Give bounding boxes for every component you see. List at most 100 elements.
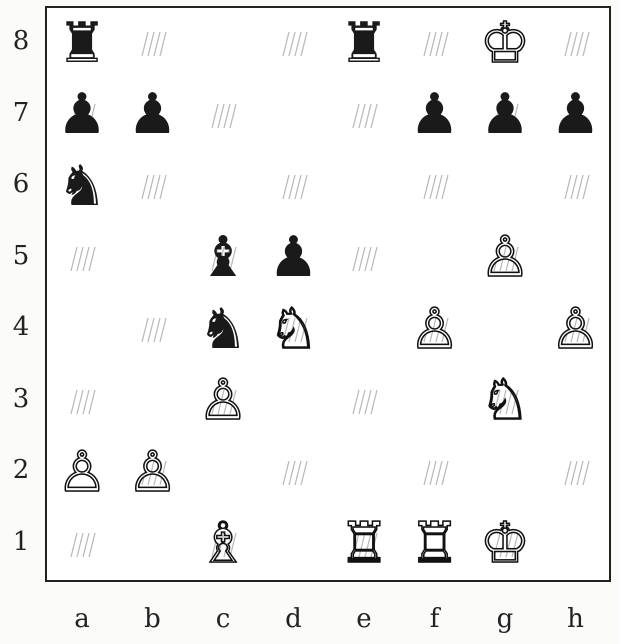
square-d6	[259, 151, 329, 222]
square-e4	[329, 294, 399, 365]
square-e3	[329, 366, 399, 437]
white-knight-icon: ♘	[259, 294, 329, 365]
square-f5	[400, 223, 470, 294]
rank-label: 7	[6, 98, 36, 128]
square-d2	[259, 437, 329, 508]
white-knight-icon: ♘	[470, 366, 540, 437]
black-pawn-icon: ♟	[470, 80, 540, 151]
square-f6	[400, 151, 470, 222]
hatch-mark	[61, 523, 105, 567]
square-b5	[118, 223, 188, 294]
black-rook-icon: ♜	[47, 8, 117, 79]
hatch-mark	[555, 451, 599, 495]
hatch-mark	[414, 165, 458, 209]
rank-label: 2	[6, 455, 36, 485]
hatch-mark	[202, 94, 246, 138]
rank-label: 8	[6, 26, 36, 56]
square-g6	[470, 151, 540, 222]
hatch-mark	[273, 451, 317, 495]
square-b4	[118, 294, 188, 365]
square-f2	[400, 437, 470, 508]
square-e7	[329, 80, 399, 151]
square-h1	[541, 509, 611, 580]
square-c7	[188, 80, 258, 151]
square-h3	[541, 366, 611, 437]
rank-label: 3	[6, 384, 36, 414]
square-b1	[118, 509, 188, 580]
hatch-mark	[132, 22, 176, 66]
square-h2	[541, 437, 611, 508]
rank-label: 6	[6, 169, 36, 199]
hatch-mark	[273, 165, 317, 209]
rank-label: 1	[6, 527, 36, 557]
file-label: b	[118, 604, 188, 634]
square-c8	[188, 8, 258, 79]
square-d1	[259, 509, 329, 580]
square-d7	[259, 80, 329, 151]
hatch-mark	[555, 165, 599, 209]
square-h5	[541, 223, 611, 294]
square-f8	[400, 8, 470, 79]
file-label: a	[47, 604, 117, 634]
square-c6	[188, 151, 258, 222]
white-king-icon: ♔	[470, 509, 540, 580]
square-a5	[47, 223, 117, 294]
square-f3	[400, 366, 470, 437]
square-c2	[188, 437, 258, 508]
white-pawn-icon: ♙	[188, 366, 258, 437]
white-rook-icon: ♖	[400, 509, 470, 580]
square-g2	[470, 437, 540, 508]
hatch-mark	[343, 94, 387, 138]
square-h8	[541, 8, 611, 79]
square-b6	[118, 151, 188, 222]
square-h6	[541, 151, 611, 222]
square-a4	[47, 294, 117, 365]
rank-label: 5	[6, 241, 36, 271]
hatch-mark	[343, 237, 387, 281]
file-label: f	[400, 604, 470, 634]
square-d8	[259, 8, 329, 79]
rank-label: 4	[6, 312, 36, 342]
black-bishop-icon: ♝	[188, 223, 258, 294]
hatch-mark	[61, 380, 105, 424]
hatch-mark	[61, 237, 105, 281]
black-rook-icon: ♜	[329, 8, 399, 79]
chess-board: ♜♜♔♟♟♟♟♟♞♝♟♙♞♘♙♙♙♘♙♙♗♖♖♔	[45, 6, 611, 582]
square-e2	[329, 437, 399, 508]
square-b3	[118, 366, 188, 437]
hatch-mark	[132, 308, 176, 352]
white-king-icon: ♔	[470, 8, 540, 79]
hatch-mark	[273, 22, 317, 66]
white-bishop-icon: ♗	[188, 509, 258, 580]
white-pawn-icon: ♙	[47, 437, 117, 508]
square-b8	[118, 8, 188, 79]
hatch-mark	[555, 22, 599, 66]
black-knight-icon: ♞	[47, 151, 117, 222]
square-g4	[470, 294, 540, 365]
hatch-mark	[414, 451, 458, 495]
hatch-mark	[414, 22, 458, 66]
file-label: h	[541, 604, 611, 634]
white-pawn-icon: ♙	[541, 294, 611, 365]
black-pawn-icon: ♟	[118, 80, 188, 151]
black-knight-icon: ♞	[188, 294, 258, 365]
file-label: c	[188, 604, 258, 634]
white-pawn-icon: ♙	[118, 437, 188, 508]
file-label: e	[329, 604, 399, 634]
black-pawn-icon: ♟	[541, 80, 611, 151]
square-e6	[329, 151, 399, 222]
file-label: g	[470, 604, 540, 634]
black-pawn-icon: ♟	[259, 223, 329, 294]
hatch-mark	[343, 380, 387, 424]
white-pawn-icon: ♙	[470, 223, 540, 294]
white-pawn-icon: ♙	[400, 294, 470, 365]
square-e5	[329, 223, 399, 294]
white-rook-icon: ♖	[329, 509, 399, 580]
hatch-mark	[132, 165, 176, 209]
square-a3	[47, 366, 117, 437]
square-d3	[259, 366, 329, 437]
black-pawn-icon: ♟	[47, 80, 117, 151]
file-label: d	[259, 604, 329, 634]
black-pawn-icon: ♟	[400, 80, 470, 151]
